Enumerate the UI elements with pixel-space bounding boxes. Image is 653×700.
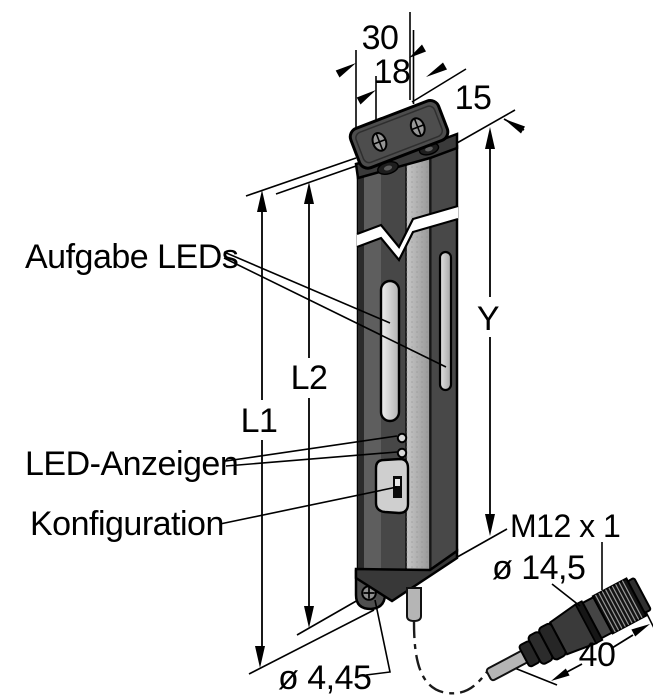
dim-m12-label: M12 x 1	[510, 508, 620, 544]
dim-connector-dia-label: ø 14,5	[492, 549, 585, 587]
cable-dashed-curve	[412, 621, 488, 695]
callout-configuration: Konfiguration	[30, 505, 224, 543]
m12-connector	[485, 577, 652, 682]
leader-lines	[219, 251, 603, 676]
status-led-2	[396, 447, 408, 459]
configuration-recess	[374, 457, 410, 515]
bracket-slot-hole-right	[409, 117, 426, 138]
dim-15-label: 15	[455, 79, 492, 117]
dim-30-label: 30	[362, 19, 399, 57]
break-line	[356, 204, 459, 263]
mounting-bracket-top	[348, 99, 450, 170]
dimension-graphics	[255, 44, 650, 681]
dim-18-label: 18	[374, 53, 411, 91]
status-led-1	[396, 432, 408, 444]
bracket-slot-hole-left	[371, 131, 388, 152]
bottom-end-cap	[354, 548, 459, 603]
cable	[406, 587, 422, 623]
dim-hole-dia-label: ø 4,45	[278, 659, 371, 697]
dim-l2-label: L2	[291, 359, 328, 397]
callout-task-leds: Aufgabe LEDs	[25, 238, 238, 276]
dim-40-label: 40	[579, 636, 616, 674]
side-led-strip-window	[438, 250, 453, 392]
dim-y-label: Y	[477, 300, 499, 338]
configuration-switch	[393, 476, 402, 498]
dim-l1-label: L1	[241, 402, 278, 440]
sensor-body	[348, 99, 459, 623]
front-led-strip-window	[379, 279, 401, 423]
callout-led-indicators: LED-Anzeigen	[25, 445, 238, 483]
